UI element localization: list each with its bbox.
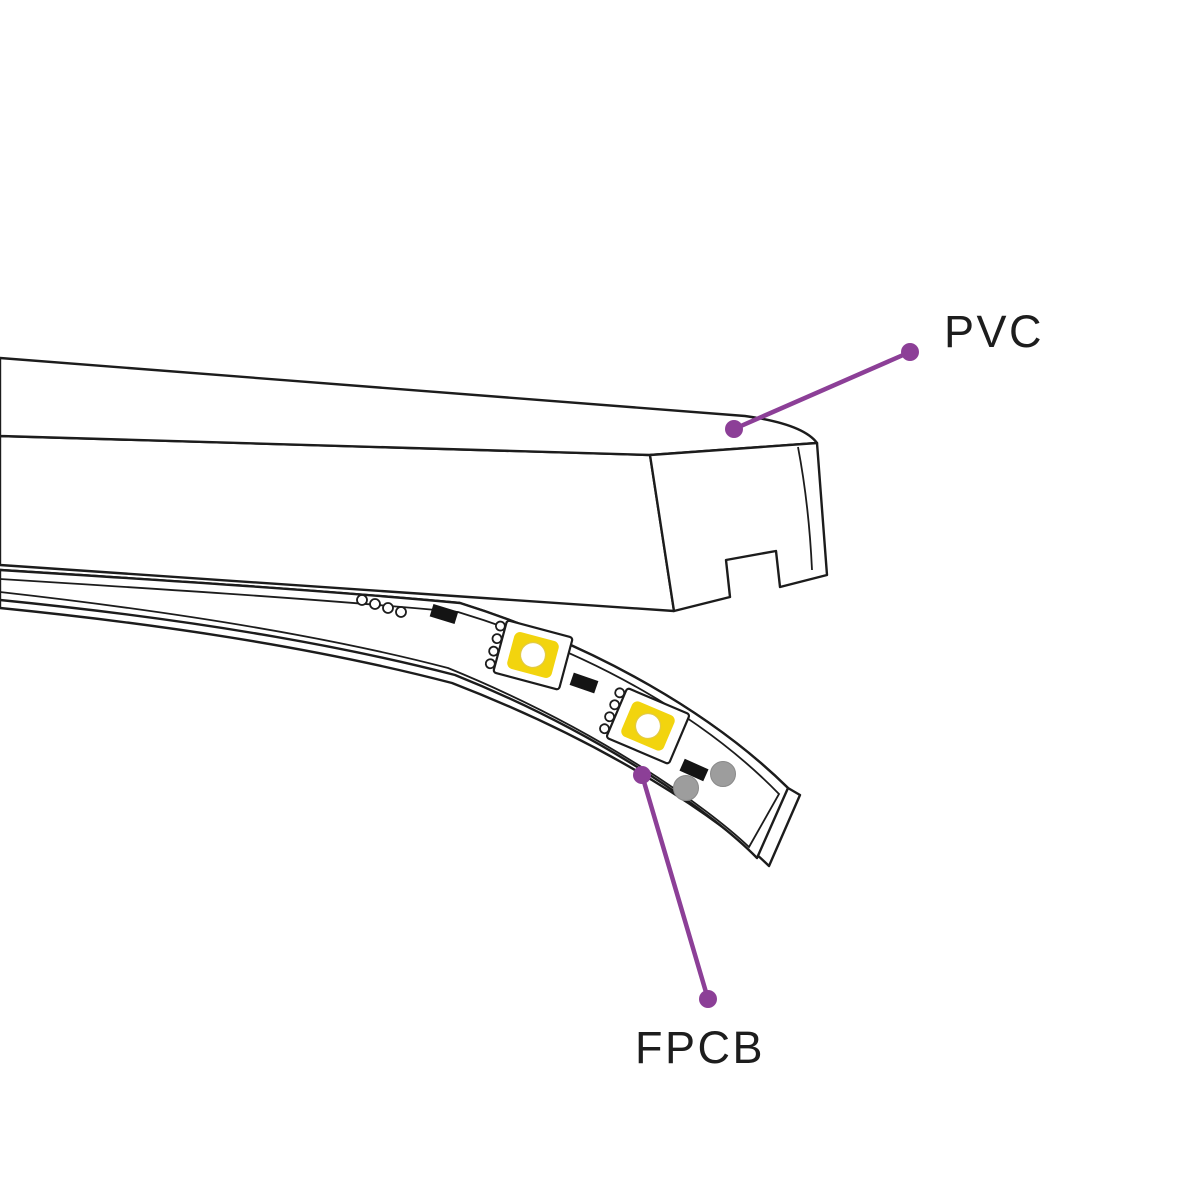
pvc-annotation: PVC <box>725 306 1044 438</box>
copper-pad <box>710 761 736 787</box>
fpcb-leader-dot <box>699 990 717 1008</box>
pvc-target-dot <box>725 420 743 438</box>
solder-pad <box>382 602 394 614</box>
led-lens <box>519 641 547 669</box>
solder-pad <box>369 598 381 610</box>
solder-pad <box>395 606 407 618</box>
resistor-chip <box>679 758 709 782</box>
fpcb-components <box>356 594 736 801</box>
pvc-leader-line <box>731 349 913 432</box>
pvc-leader-dot <box>901 343 919 361</box>
copper-pad <box>673 775 699 801</box>
fpcb-leader-line <box>639 772 711 1002</box>
pvc-label: PVC <box>944 306 1044 357</box>
pvc-end-face <box>648 441 829 613</box>
fpcb-label: FPCB <box>635 1022 765 1073</box>
fpcb-inner-border <box>0 578 781 849</box>
resistor-chip <box>569 672 599 694</box>
pvc-corner-edge-line <box>797 446 813 571</box>
led-lens <box>634 712 662 740</box>
fpcb-target-dot <box>633 766 651 784</box>
solder-pads-row <box>356 594 407 618</box>
led-chip <box>599 687 691 765</box>
solder-pad <box>356 594 368 606</box>
pvc-top-face <box>0 356 819 457</box>
led-chip <box>484 619 574 691</box>
pvc-tube <box>0 356 829 613</box>
fpcb-annotation: FPCB <box>633 766 765 1073</box>
annotations: PVC FPCB <box>633 306 1044 1073</box>
resistor-chip <box>429 603 459 625</box>
